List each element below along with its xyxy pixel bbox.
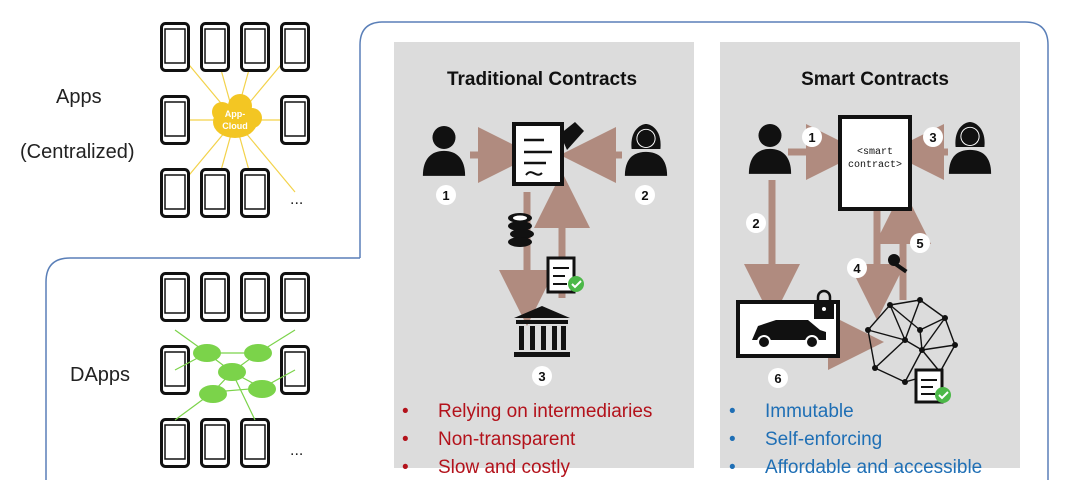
dapps-phone-grid: ... (160, 272, 310, 468)
step-badge: 3 (923, 127, 943, 147)
traditional-contracts-panel: Traditional Contracts (394, 42, 694, 468)
apps-label: Apps (56, 86, 102, 108)
phone-icon (280, 95, 310, 145)
blockchain-network-icon (867, 299, 956, 383)
phone-icon (160, 168, 190, 218)
phone-icon (200, 22, 230, 72)
traditional-panel-bg (394, 42, 694, 468)
dapp-cloud-icons (193, 344, 276, 403)
phone-icon (240, 272, 270, 322)
traditional-title: Traditional Contracts (447, 69, 637, 90)
svg-text:3: 3 (929, 130, 936, 145)
phone-icon (240, 168, 270, 218)
smart-bullet: Immutable (727, 398, 982, 426)
phone-icon (240, 418, 270, 468)
app-cloud-icon: App- Cloud (212, 94, 262, 138)
svg-text:1: 1 (442, 188, 449, 203)
bank-icon (514, 306, 570, 357)
step-badge: 1 (802, 127, 822, 147)
smart-contract-box: <smart contract> (838, 115, 912, 211)
svg-text:6: 6 (774, 371, 781, 386)
smart-bullets: Immutable Self-enforcing Affordable and … (727, 398, 982, 482)
step-badge: 1 (436, 185, 456, 205)
centralized-label: (Centralized) (20, 141, 135, 163)
lock-icon (814, 289, 834, 319)
app-cloud-label-line2: Cloud (222, 121, 248, 131)
smart-bullet: Self-enforcing (727, 426, 982, 454)
step-badge: 5 (910, 233, 930, 253)
svg-text:3: 3 (538, 369, 545, 384)
smart-bullet: Affordable and accessible (727, 454, 982, 482)
phone-icon (200, 272, 230, 322)
svg-text:4: 4 (853, 261, 861, 276)
svg-text:2: 2 (641, 188, 648, 203)
phone-icon (160, 418, 190, 468)
dapps-ellipsis: ... (290, 442, 303, 459)
step-badge: 4 (847, 258, 867, 278)
apps-phone-grid: App- Cloud ... (160, 22, 310, 218)
locked-car-asset (736, 289, 840, 358)
apps-ellipsis: ... (290, 191, 303, 208)
svg-text:5: 5 (916, 236, 923, 251)
phone-icon (200, 168, 230, 218)
phone-icon (160, 22, 190, 72)
key-icon (888, 254, 908, 274)
svg-text:1: 1 (808, 130, 815, 145)
phone-icon (160, 95, 190, 145)
phone-icon (280, 22, 310, 72)
phone-icon (160, 272, 190, 322)
decentralized-boundary (45, 21, 1049, 480)
network-nodes (865, 297, 958, 385)
smart-title: Smart Contracts (801, 69, 949, 90)
traditional-bullet: Non-transparent (400, 426, 652, 454)
traditional-bullets: Relying on intermediaries Non-transparen… (400, 398, 652, 482)
signed-document-icon (546, 256, 584, 294)
step-badge: 3 (532, 366, 552, 386)
traditional-bullet: Relying on intermediaries (400, 398, 652, 426)
phone-icon (240, 22, 270, 72)
step-badge: 2 (635, 185, 655, 205)
svg-text:2: 2 (752, 216, 759, 231)
app-cloud-label-line1: App- (225, 109, 246, 119)
step-badge: 2 (746, 213, 766, 233)
phone-icon (280, 272, 310, 322)
contract-document-icon (512, 122, 584, 186)
smart-contracts-panel: Smart Contracts <smart contract> (720, 42, 1020, 468)
smart-contract-text-line1: <smart (857, 147, 893, 158)
coins-icon (508, 213, 534, 247)
dapps-label: DApps (70, 364, 131, 386)
smart-contract-text-line2: contract> (848, 160, 902, 171)
phone-icon (200, 418, 230, 468)
traditional-bullet: Slow and costly (400, 454, 652, 482)
step-badge: 6 (768, 368, 788, 388)
